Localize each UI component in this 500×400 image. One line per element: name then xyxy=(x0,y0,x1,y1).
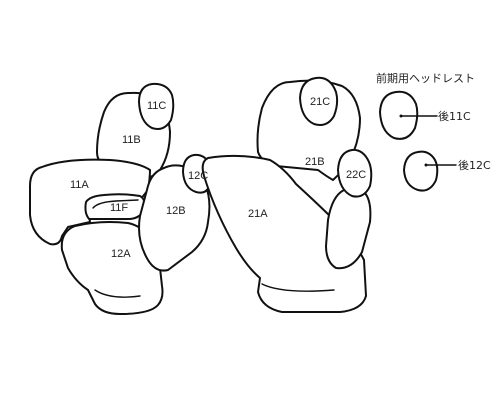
legend-label-rear-11C: 後11C xyxy=(438,109,471,123)
label-11A: 11A xyxy=(70,179,89,191)
label-11C: 11C xyxy=(147,100,166,112)
label-22C: 22C xyxy=(346,169,366,181)
cushion-12A-fold xyxy=(94,289,141,298)
legend-label-rear-12C: 後12C xyxy=(458,158,491,172)
legend-headrest-11C xyxy=(379,90,419,140)
headrest-21C xyxy=(299,76,339,126)
part-labels: 11C 11B 11A 11F 12A 12B 12C 21C 21B 22C … xyxy=(70,96,366,260)
label-21B: 21B xyxy=(305,156,325,168)
headrest-legend: 前期用ヘッドレスト 後11C 後12C xyxy=(376,71,491,192)
label-21C: 21C xyxy=(310,96,330,108)
seat-group-11 xyxy=(29,82,213,315)
label-11F: 11F xyxy=(110,202,128,214)
bolster-right xyxy=(325,187,372,270)
label-21A: 21A xyxy=(248,208,268,220)
headrest-11C xyxy=(138,82,175,130)
headrest-22C xyxy=(337,148,373,198)
cushion-12A xyxy=(60,221,164,315)
legend-title: 前期用ヘッドレスト xyxy=(376,71,475,85)
leader-dot-12C xyxy=(424,163,428,167)
label-12A: 12A xyxy=(111,248,131,260)
label-11B: 11B xyxy=(122,134,141,146)
label-12C: 12C xyxy=(188,170,208,182)
legend-headrest-12C xyxy=(403,150,439,192)
armrest-11F-inner xyxy=(92,199,139,209)
label-12B: 12B xyxy=(166,205,186,217)
cushion-21A xyxy=(201,154,367,313)
leader-dot-11C xyxy=(399,114,403,118)
seat-group-21 xyxy=(201,76,373,313)
cushion-21A-fold xyxy=(261,283,335,292)
